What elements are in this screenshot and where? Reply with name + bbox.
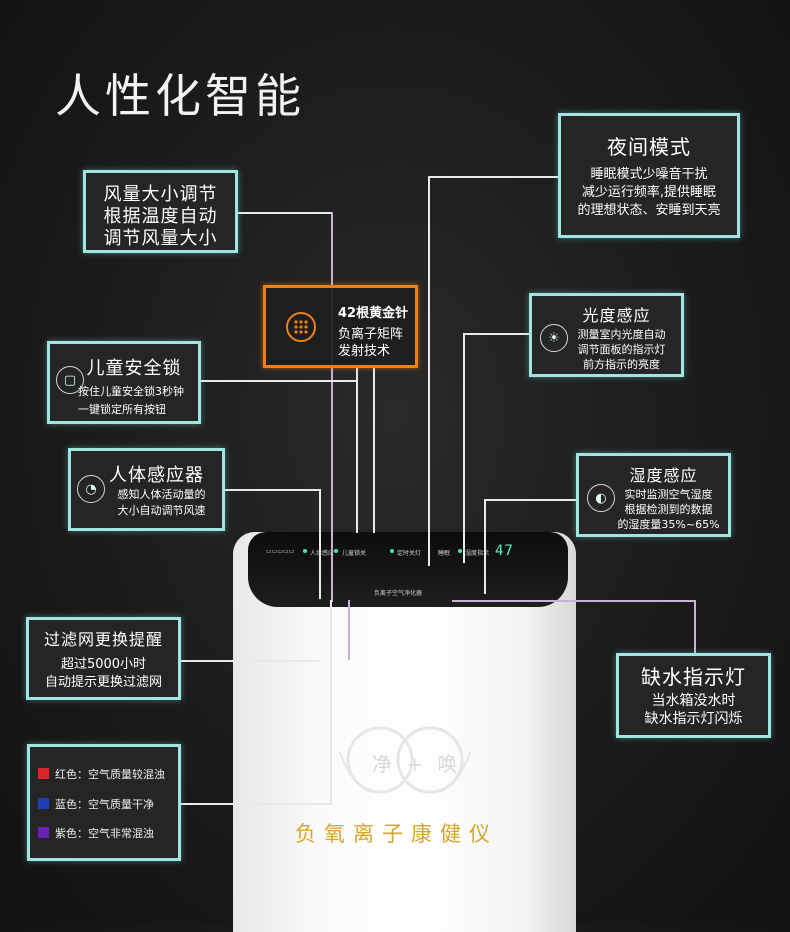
connector-line bbox=[180, 660, 320, 662]
connector-line bbox=[373, 368, 375, 533]
panel-led bbox=[390, 549, 394, 553]
blue-swatch bbox=[38, 798, 49, 809]
callout-line: 超过5000小时 bbox=[60, 657, 147, 672]
connector-line bbox=[694, 600, 696, 655]
callout-light-sensor: ☀ 光度感应 测量室内光度自动 调节面板的指示灯 前方指示的亮度 bbox=[529, 293, 684, 377]
callout-line: 根据温度自动 bbox=[103, 206, 218, 227]
legend-label: 紫色：空气非常混浊 bbox=[55, 827, 154, 840]
panel-bottom-label: 负离子空气净化器 bbox=[374, 590, 423, 597]
connector-line bbox=[348, 600, 350, 660]
brand-logo bbox=[339, 726, 471, 794]
panel-indicator-bar: ▭▭▭▭▭ bbox=[266, 548, 295, 555]
callout-line: 负离子矩阵 bbox=[338, 327, 404, 342]
callout-line: 当水箱没水时 bbox=[651, 693, 736, 709]
legend-label: 蓝色：空气质量干净 bbox=[55, 798, 154, 811]
callout-title: 光度感应 bbox=[582, 306, 651, 325]
connector-line bbox=[452, 600, 695, 602]
panel-led bbox=[303, 549, 307, 553]
callout-line: 大小自动调节风速 bbox=[117, 504, 206, 517]
connector-line bbox=[463, 333, 465, 563]
legend-item: 红色：空气质量较混浊 bbox=[38, 766, 165, 782]
connector-line bbox=[484, 499, 486, 594]
connector-line bbox=[331, 212, 333, 602]
connector-line bbox=[429, 176, 559, 178]
red-swatch bbox=[38, 768, 49, 779]
panel-label: 湿度指示 bbox=[465, 550, 490, 557]
connector-line bbox=[330, 600, 332, 805]
connector-line bbox=[484, 499, 578, 501]
callout-humidity-sensor: ◐ 湿度感应 实时监测空气湿度 根据检测到的数据 的湿度量35%~65% bbox=[576, 453, 731, 537]
callout-line: 睡眠模式少噪音干扰 bbox=[590, 167, 708, 182]
lock-icon: ▢ bbox=[56, 366, 84, 394]
legend-label: 红色：空气质量较混浊 bbox=[55, 768, 165, 781]
callout-night-mode: 夜间模式 睡眠模式少噪音干扰 减少运行频率,提供睡眠 的理想状态、安睡到天亮 bbox=[558, 113, 740, 238]
callout-title: 人体感应器 bbox=[109, 465, 204, 486]
panel-label: 人体感应 bbox=[310, 550, 335, 557]
callout-line: 一键锁定所有按钮 bbox=[78, 403, 166, 416]
humidity-display: 47 bbox=[495, 543, 514, 559]
callout-line: 发射技术 bbox=[338, 344, 391, 359]
connector-line bbox=[428, 176, 430, 566]
callout-line: 按住儿童安全锁3秒钟 bbox=[78, 385, 184, 398]
callout-title: 缺水指示灯 bbox=[641, 665, 746, 689]
panel-led bbox=[458, 549, 462, 553]
connector-line bbox=[180, 803, 330, 805]
purple-swatch bbox=[38, 827, 49, 838]
callout-line: 减少运行频率,提供睡眠 bbox=[581, 185, 717, 200]
callout-line: 自动提示更换过滤网 bbox=[44, 675, 162, 690]
callout-line: 调节面板的指示灯 bbox=[577, 343, 666, 356]
callout-line: 根据检测到的数据 bbox=[624, 503, 713, 516]
connector-line bbox=[200, 380, 358, 382]
panel-label: 儿童锁关 bbox=[342, 550, 367, 557]
callout-line: 感知人体活动量的 bbox=[117, 488, 206, 501]
callout-title: 42根黄金针 bbox=[338, 306, 409, 321]
callout-line: 调节风量大小 bbox=[103, 228, 218, 249]
water-drop-icon: ◐ bbox=[587, 484, 615, 512]
callout-wind-speed: 风量大小调节 根据温度自动 调节风量大小 bbox=[83, 170, 238, 253]
callout-title: 儿童安全锁 bbox=[86, 358, 182, 379]
callout-line: 缺水指示灯闪烁 bbox=[644, 711, 743, 727]
panel-led bbox=[334, 549, 338, 553]
callout-title: 风量大小调节 bbox=[103, 184, 218, 205]
callout-body: 负离子矩阵 发射技术 bbox=[338, 326, 403, 360]
connector-line bbox=[225, 489, 320, 491]
sun-icon: ☀ bbox=[540, 324, 568, 352]
callout-title: 夜间模式 bbox=[607, 135, 691, 159]
callout-gold-needles: 42根黄金针 负离子矩阵 发射技术 bbox=[263, 285, 418, 368]
callout-filter-reminder: 过滤网更换提醒 超过5000小时 自动提示更换过滤网 bbox=[26, 617, 181, 700]
control-panel bbox=[248, 532, 568, 607]
panel-label: 睡眠 bbox=[438, 550, 451, 557]
callout-line: 测量室内光度自动 bbox=[577, 328, 666, 341]
panel-label: 定时关灯 bbox=[397, 550, 422, 557]
brand-name: 负氧离子康健仪 bbox=[295, 822, 498, 846]
grid-icon bbox=[286, 312, 316, 342]
callout-line: 的湿度量35%~65% bbox=[617, 518, 720, 531]
callout-body-sensor: ◔ 人体感应器 感知人体活动量的 大小自动调节风速 bbox=[68, 448, 225, 531]
page-title: 人性化智能 bbox=[55, 69, 305, 123]
callout-title: 过滤网更换提醒 bbox=[43, 630, 163, 649]
legend-item: 蓝色：空气质量干净 bbox=[38, 796, 154, 812]
connector-line bbox=[464, 333, 530, 335]
connector-line bbox=[237, 212, 332, 214]
connector-line bbox=[319, 489, 321, 599]
connector-line bbox=[356, 368, 358, 533]
callout-line: 实时监测空气湿度 bbox=[624, 488, 713, 501]
callout-title: 湿度感应 bbox=[629, 466, 698, 485]
callout-child-lock: ▢ 儿童安全锁 按住儿童安全锁3秒钟 一键锁定所有按钮 bbox=[47, 341, 201, 424]
callout-line: 的理想状态、安睡到天亮 bbox=[577, 203, 721, 218]
person-icon: ◔ bbox=[77, 475, 105, 503]
logo-text: 净 + 唤 bbox=[372, 752, 462, 776]
callout-line: 前方指示的亮度 bbox=[583, 358, 660, 371]
callout-low-water: 缺水指示灯 当水箱没水时 缺水指示灯闪烁 bbox=[616, 653, 771, 738]
legend-item: 紫色：空气非常混浊 bbox=[38, 825, 154, 841]
callout-air-quality-legend bbox=[27, 744, 181, 861]
